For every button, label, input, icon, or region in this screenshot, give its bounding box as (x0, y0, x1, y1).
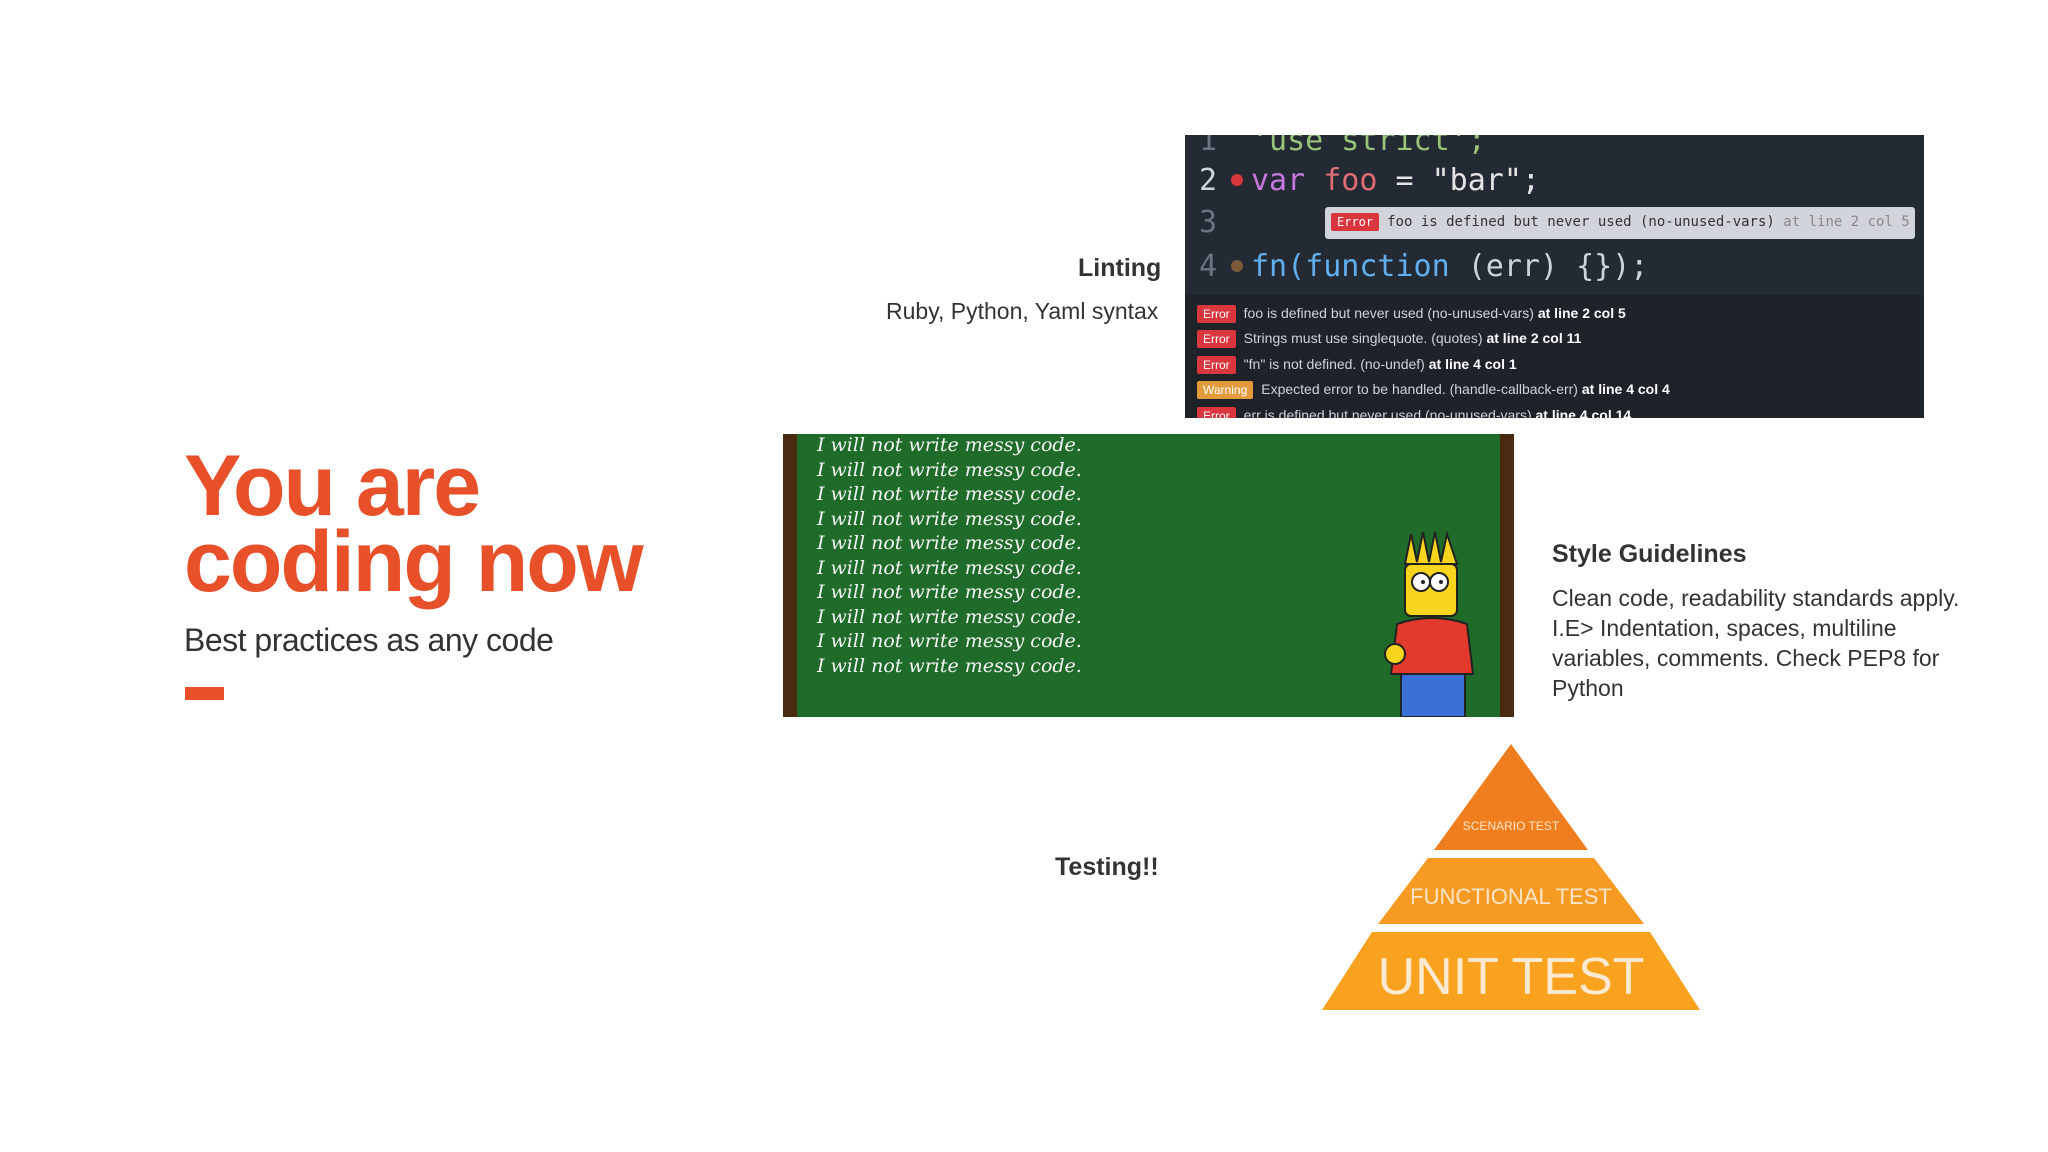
testing-heading: Testing!! (1055, 853, 1159, 881)
cartoon-character-illustration (1384, 530, 1475, 717)
pyramid-middle-label: FUNCTIONAL TEST (1410, 884, 1612, 909)
slide-title-line1: You are (184, 438, 481, 534)
pyramid-middle-tier (1378, 858, 1644, 924)
chalkboard-image: I will not write messy code. I will not … (783, 434, 1514, 717)
chalk-line: I will not write messy code. (817, 459, 1082, 481)
linting-description: Ruby, Python, Yaml syntax (886, 298, 1159, 324)
chalk-line: I will not write messy code. (817, 630, 1082, 652)
chalk-line: I will not write messy code. (817, 655, 1082, 677)
chalk-line: I will not write messy code. (817, 532, 1082, 554)
code-line-1: 1'use strict'; (1199, 135, 1486, 158)
slide-title: You are coding now (184, 438, 644, 610)
testing-pyramid: SCENARIO TEST FUNCTIONAL TEST UNIT TEST (1322, 744, 1700, 1010)
linting-heading: Linting (1078, 254, 1162, 282)
style-heading: Style Guidelines (1552, 540, 1747, 568)
pyramid-bottom-tier (1322, 932, 1700, 1010)
style-description: Clean code, readability standards apply.… (1552, 585, 1960, 701)
chalk-line: I will not write messy code. (817, 581, 1082, 603)
slide-subtitle: Best practices as any code (184, 622, 554, 658)
pyramid-bottom-label: UNIT TEST (1378, 948, 1645, 1006)
chalk-line: I will not write messy code. (817, 557, 1082, 579)
chalk-line: I will not write messy code. (817, 508, 1082, 530)
accent-bar (185, 687, 224, 700)
pyramid-top-tier (1434, 744, 1588, 850)
pyramid-top-label: SCENARIO TEST (1463, 819, 1560, 833)
slide-title-line2: coding now (184, 514, 644, 610)
chalk-line: I will not write messy code. (817, 483, 1082, 505)
lint-message: Error"fn" is not defined. (no-undef) at … (1197, 356, 1517, 374)
chalk-line: I will not write messy code. (817, 434, 1082, 456)
code-line-3: 3 (1199, 205, 1218, 240)
error-tag: Error (1331, 213, 1380, 231)
chalk-line: I will not write messy code. (817, 606, 1082, 628)
